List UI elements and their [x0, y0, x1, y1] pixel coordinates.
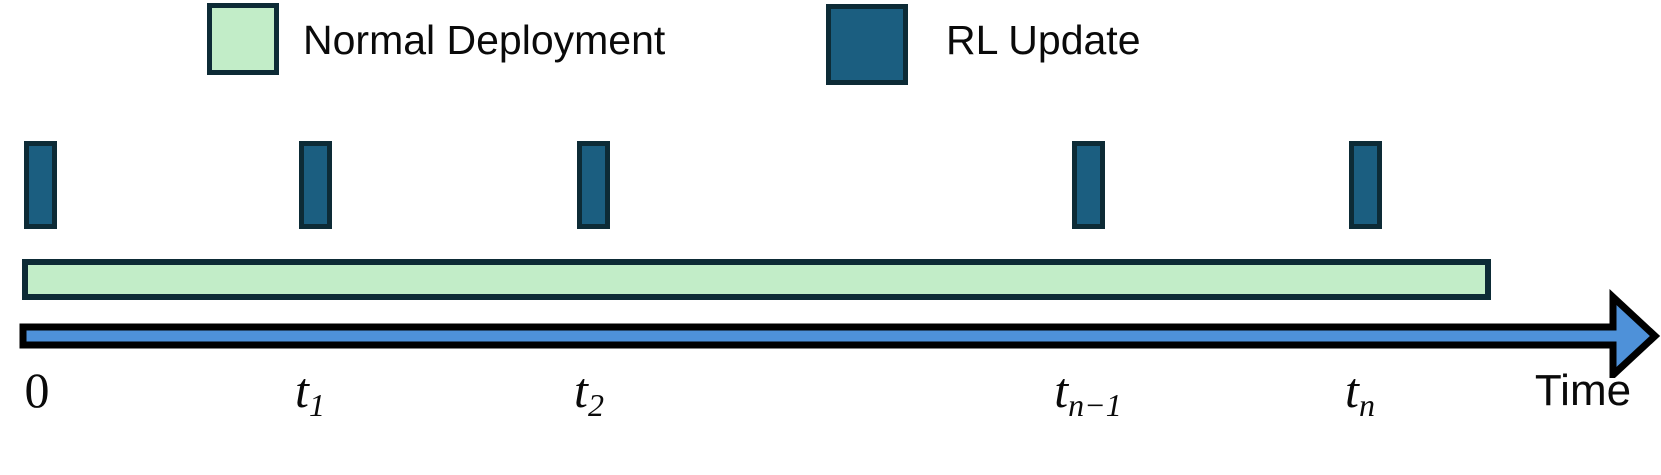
axis-label-tn-minus-1-base: t	[1054, 362, 1069, 418]
rl-update-marker-2	[577, 141, 610, 229]
axis-label-tn-minus-1-sub: n−1	[1068, 386, 1122, 423]
legend-swatch-normal-deployment	[207, 3, 279, 75]
legend-label-normal-deployment: Normal Deployment	[303, 17, 666, 63]
axis-label-t1: t1	[295, 362, 325, 421]
time-axis-arrow-shape	[19, 288, 1661, 378]
legend-label-rl-update: RL Update	[946, 17, 1141, 63]
axis-label-tn-minus-1: tn−1	[1054, 362, 1122, 421]
rl-update-marker-0	[24, 141, 57, 229]
axis-label-0: 0	[24, 362, 50, 418]
axis-label-t2-sub: 2	[587, 386, 604, 423]
axis-label-tn-base: t	[1345, 362, 1359, 418]
axis-label-tn: tn	[1345, 362, 1375, 421]
rl-update-marker-3	[1072, 141, 1105, 229]
axis-label-t1-base: t	[295, 362, 309, 418]
axis-label-t1-sub: 1	[308, 386, 325, 423]
rl-update-marker-4	[1349, 141, 1382, 229]
rl-update-marker-1	[299, 141, 332, 229]
axis-label-t2: t2	[574, 362, 604, 421]
time-axis-arrow	[19, 288, 1661, 378]
axis-label-time: Time	[1534, 366, 1632, 415]
legend-swatch-rl-update	[826, 4, 908, 85]
axis-label-tn-sub: n	[1358, 386, 1375, 423]
normal-deployment-bar	[22, 259, 1491, 300]
axis-label-t2-base: t	[574, 362, 588, 418]
